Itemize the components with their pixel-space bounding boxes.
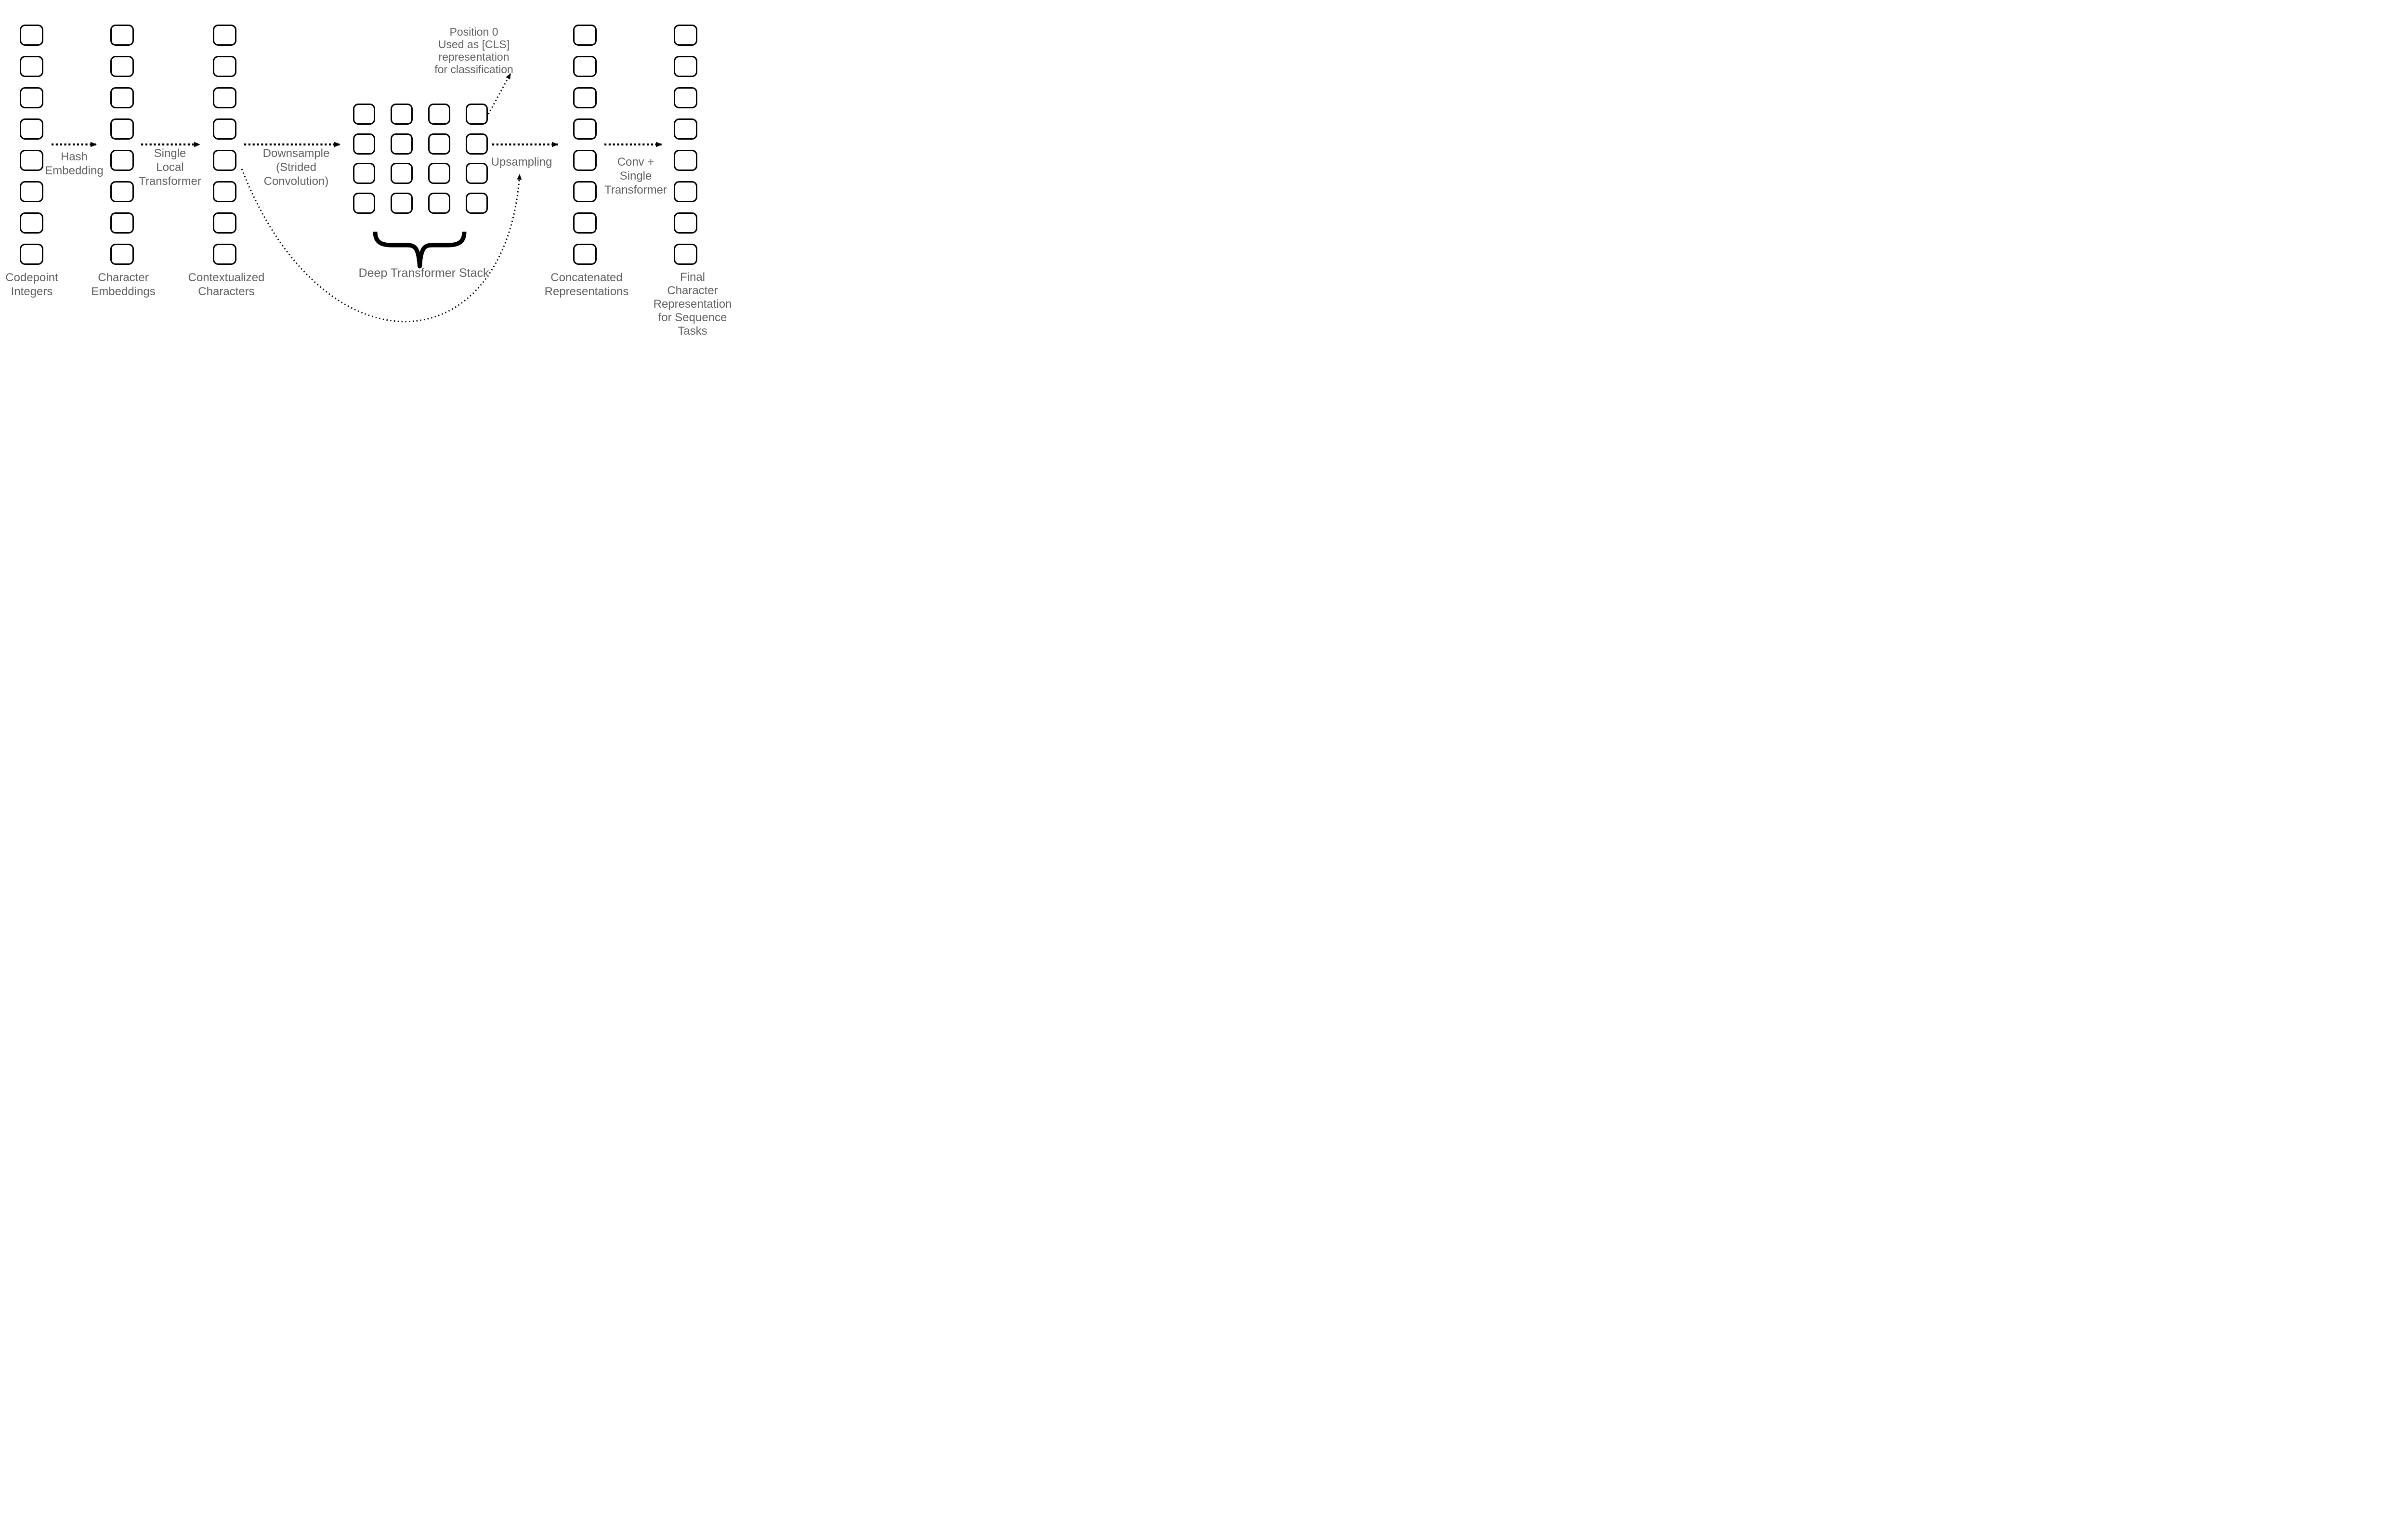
- token-square: [428, 133, 450, 155]
- token-square: [573, 118, 597, 140]
- token-square: [428, 104, 450, 125]
- token-square: [110, 87, 134, 108]
- token-square: [674, 56, 697, 77]
- token-square: [674, 87, 697, 108]
- token-square: [213, 56, 236, 77]
- token-square: [573, 212, 597, 234]
- column-concatenated-representations: [573, 25, 597, 265]
- column-final-character-representation: [674, 25, 697, 265]
- arrow-cls-note: [487, 73, 511, 115]
- token-square: [213, 87, 236, 108]
- token-square: [20, 87, 43, 108]
- token-square: [353, 192, 375, 214]
- token-square: [110, 212, 134, 234]
- label-cls-note: Position 0 Used as [CLS] representation …: [434, 26, 513, 76]
- token-square: [391, 133, 413, 155]
- diagram-canvas: Codepoint Integers Character Embeddings …: [0, 0, 742, 342]
- label-codepoint-integers: Codepoint Integers: [5, 271, 58, 298]
- label-concatenated-representations: Concatenated Representations: [544, 271, 629, 298]
- token-square: [353, 163, 375, 184]
- token-square: [674, 181, 697, 202]
- token-square: [466, 192, 488, 214]
- token-square: [20, 212, 43, 234]
- token-square: [353, 133, 375, 155]
- token-square: [110, 25, 134, 46]
- token-square: [573, 181, 597, 202]
- token-square: [674, 25, 697, 46]
- token-square: [391, 104, 413, 125]
- label-upsampling: Upsampling: [491, 156, 552, 169]
- label-downsample: Downsample (Strided Convolution): [262, 147, 330, 188]
- token-square: [110, 181, 134, 202]
- token-square: [110, 56, 134, 77]
- token-square: [213, 244, 236, 265]
- token-square: [573, 25, 597, 46]
- token-square: [428, 163, 450, 184]
- token-square: [391, 163, 413, 184]
- token-square: [573, 150, 597, 171]
- token-square: [674, 118, 697, 140]
- deep-transformer-grid: [353, 104, 488, 214]
- column-character-embeddings: [110, 25, 134, 265]
- token-square: [20, 244, 43, 265]
- token-square: [20, 118, 43, 140]
- label-hash-embedding: Hash Embedding: [45, 150, 104, 177]
- token-square: [674, 212, 697, 234]
- token-square: [213, 25, 236, 46]
- underbrace-icon: [373, 231, 467, 269]
- token-square: [213, 212, 236, 234]
- token-square: [110, 244, 134, 265]
- token-square: [466, 104, 488, 125]
- token-square: [573, 56, 597, 77]
- label-final-character-representation: Final Character Representation for Seque…: [653, 271, 732, 338]
- token-square: [391, 192, 413, 214]
- token-square: [573, 87, 597, 108]
- column-codepoint-integers: [20, 25, 43, 265]
- token-square: [110, 150, 134, 171]
- token-square: [213, 181, 236, 202]
- token-square: [213, 118, 236, 140]
- label-deep-transformer-stack: Deep Transformer Stack: [358, 266, 489, 280]
- label-conv-single-transformer: Conv + Single Transformer: [604, 156, 667, 196]
- token-square: [428, 192, 450, 214]
- token-square: [466, 133, 488, 155]
- label-character-embeddings: Character Embeddings: [91, 271, 156, 298]
- token-square: [353, 104, 375, 125]
- label-contextualized-characters: Contextualized Characters: [188, 271, 265, 298]
- label-single-local-transformer: Single Local Transformer: [139, 147, 201, 188]
- token-square: [20, 25, 43, 46]
- token-square: [674, 150, 697, 171]
- token-square: [674, 244, 697, 265]
- token-square: [466, 163, 488, 184]
- token-square: [20, 150, 43, 171]
- token-square: [213, 150, 236, 171]
- token-square: [20, 181, 43, 202]
- column-contextualized-characters: [213, 25, 236, 265]
- token-square: [110, 118, 134, 140]
- token-square: [573, 244, 597, 265]
- token-square: [20, 56, 43, 77]
